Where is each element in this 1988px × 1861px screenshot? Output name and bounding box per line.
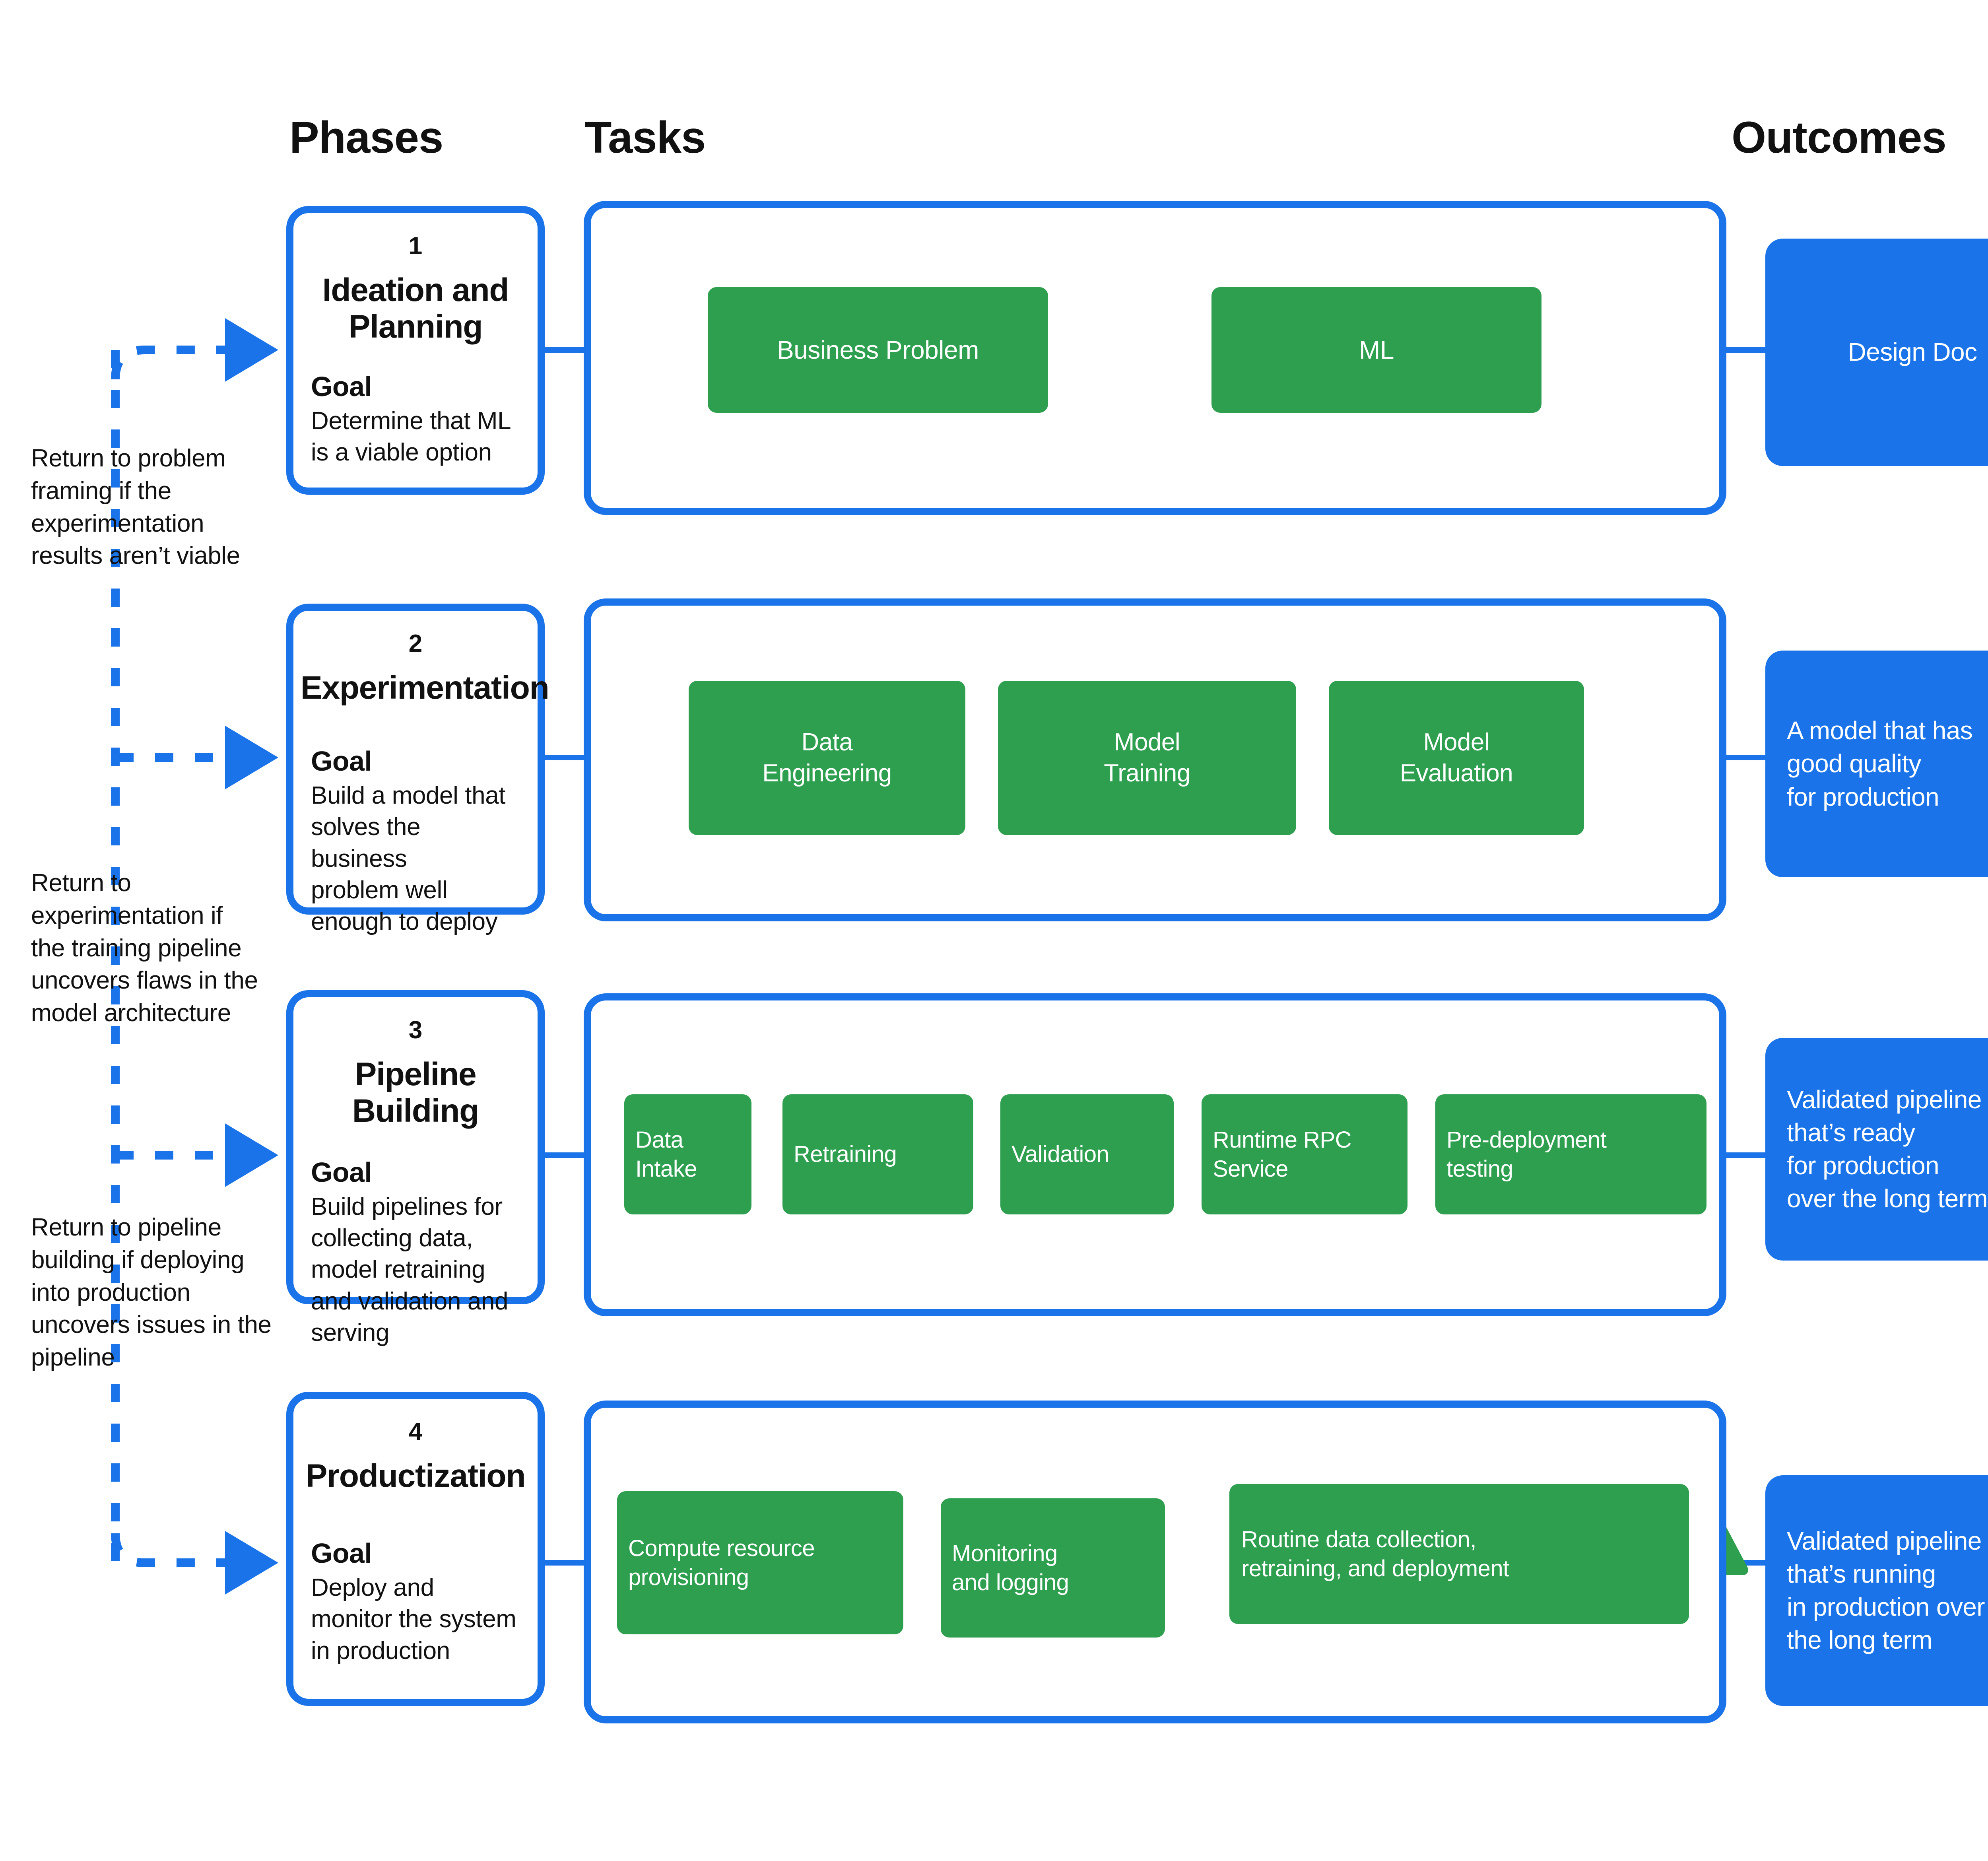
task-box-model-evaluation[interactable]: Model Evaluation xyxy=(1329,681,1584,835)
task-box-model-training[interactable]: Model Training xyxy=(998,681,1296,835)
task-box-monitoring-and-logging[interactable]: Monitoring and logging xyxy=(941,1498,1165,1638)
outcome-box-validated-pipeline-ready[interactable]: Validated pipeline that’s ready for prod… xyxy=(1765,1038,1988,1261)
outcome-box-design-doc[interactable]: Design Doc xyxy=(1765,239,1988,466)
phase-number: 1 xyxy=(408,232,423,260)
note-return-to-experimentation-pipeline: Return to experimentation if the trainin… xyxy=(31,869,258,1027)
outcome-box-model-quality[interactable]: A model that has good quality for produc… xyxy=(1765,651,1988,877)
feedback-arrowhead-phase2 xyxy=(225,726,278,789)
feedback-branch-to-phase4 xyxy=(111,1533,227,1567)
phase-title: Productization xyxy=(305,1458,526,1494)
task-box-data-intake[interactable]: Data Intake xyxy=(624,1094,751,1214)
task-box-validation[interactable]: Validation xyxy=(1000,1094,1174,1214)
phase-number: 2 xyxy=(408,630,423,657)
task-box-data-engineering[interactable]: Data Engineering xyxy=(689,681,965,835)
column-header-outcomes: Outcomes xyxy=(1732,113,1947,162)
task-box-ml[interactable]: ML xyxy=(1211,287,1541,413)
phase-goal-text: Build a model that solves the business p… xyxy=(311,781,506,936)
phase-title: Experimentation xyxy=(301,670,549,706)
phase-card-1[interactable]: 1 Ideation and Planning Goal Determine t… xyxy=(286,206,545,495)
phase-goal-label: Goal xyxy=(311,745,372,777)
outcome-box-validated-pipeline-running[interactable]: Validated pipeline that’s running in pro… xyxy=(1765,1475,1988,1706)
note-return-to-pipeline-building: Return to pipeline building if deploying… xyxy=(31,1214,272,1371)
task-box-runtime-rpc-service[interactable]: Runtime RPC Service xyxy=(1202,1094,1408,1214)
phase-goal-text: Determine that ML is a viable option xyxy=(311,407,511,466)
phase-goal-label: Goal xyxy=(311,371,372,402)
feedback-arrowhead-phase1 xyxy=(225,318,278,382)
phase-card-3[interactable]: 3 Pipeline Building Goal Build pipelines… xyxy=(286,990,545,1346)
phase-goal-label: Goal xyxy=(311,1537,372,1569)
task-box-compute-resource-provisioning[interactable]: Compute resource provisioning xyxy=(617,1491,903,1634)
feedback-arrowhead-phase4 xyxy=(225,1531,278,1595)
phase-to-task-connectors xyxy=(545,347,584,1566)
task-to-outcome-connectors xyxy=(1726,347,1765,1566)
phase-goal-text: Deploy and monitor the system in product… xyxy=(311,1573,516,1665)
task-box-routine-data-collection[interactable]: Routine data collection, retraining, and… xyxy=(1229,1484,1689,1624)
phase-title: Pipeline Building xyxy=(352,1056,480,1129)
phase-card-2[interactable]: 2 Experimentation Goal Build a model tha… xyxy=(286,604,549,935)
phase-title: Ideation and Planning xyxy=(322,272,509,345)
task-box-retraining[interactable]: Retraining xyxy=(782,1094,973,1214)
phase-goal-text: Build pipelines for collecting data, mod… xyxy=(311,1193,509,1347)
phase-number: 3 xyxy=(408,1016,423,1044)
task-box-business-problem[interactable]: Business Problem xyxy=(708,287,1048,413)
phase-number: 4 xyxy=(408,1418,423,1445)
phase-goal-label: Goal xyxy=(311,1156,372,1188)
note-return-to-problem-framing: Return to problem framing if the experim… xyxy=(31,445,240,570)
phase-card-4[interactable]: 4 Productization Goal Deploy and monitor… xyxy=(286,1392,545,1706)
green-inline-connectors xyxy=(751,346,1435,1567)
feedback-arrowhead-phase3 xyxy=(225,1123,278,1187)
column-header-phases: Phases xyxy=(289,113,443,162)
column-header-tasks: Tasks xyxy=(584,113,706,162)
feedback-branch-to-phase1 xyxy=(111,346,227,380)
task-box-pre-deployment-testing[interactable]: Pre-deployment testing xyxy=(1435,1094,1706,1214)
